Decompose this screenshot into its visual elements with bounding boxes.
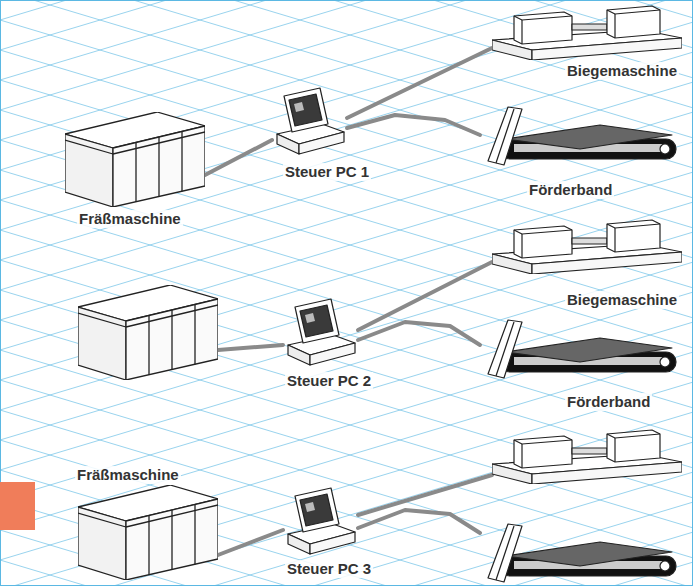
control-pc <box>277 88 344 154</box>
machine-label: Förderband <box>527 181 614 199</box>
cable-connector <box>358 262 492 330</box>
bending-machine <box>492 6 682 60</box>
grid-line <box>0 0 693 108</box>
cable-connector <box>205 140 272 175</box>
milling-machine-node: Fräßmaschine <box>78 285 218 380</box>
grid-line <box>0 0 693 20</box>
grid-line <box>0 202 693 410</box>
bending-machine-node: Biegemaschine <box>492 218 682 274</box>
grid-line <box>0 200 693 408</box>
control-pc-node: Steuer PC 1 <box>272 84 347 156</box>
machine-label: Steuer PC 1 <box>283 163 371 181</box>
grid-line <box>0 50 693 258</box>
control-pc <box>288 299 355 365</box>
tab-marker <box>0 482 35 530</box>
conveyor-belt <box>488 107 676 165</box>
milling-machine <box>65 112 205 207</box>
cable-connector <box>347 115 480 135</box>
bending-machine-node: Biegemaschine <box>492 4 682 60</box>
grid-line <box>0 470 693 586</box>
machine-label: Förderband <box>565 393 652 411</box>
cable-connector <box>218 345 283 350</box>
cable <box>218 530 283 555</box>
grid-line <box>0 262 693 470</box>
grid-line <box>0 0 693 80</box>
grid-line <box>0 260 693 468</box>
conveyor-node: Förderband <box>480 105 680 167</box>
cable <box>358 475 492 515</box>
grid-line <box>0 0 693 140</box>
grid-line <box>0 380 693 586</box>
machine-label: Biegemaschine <box>565 291 679 309</box>
machine-label: Fräßmaschine <box>75 466 181 484</box>
conveyor-belt <box>488 320 676 378</box>
grid-line <box>0 52 693 260</box>
grid-line <box>0 410 693 586</box>
grid-line <box>0 82 693 290</box>
cable-connector <box>347 48 492 118</box>
machine-label: Steuer PC 2 <box>285 372 373 390</box>
grid-line <box>0 412 693 586</box>
machine-label: Biegemaschine <box>565 62 679 80</box>
control-pc <box>288 488 355 554</box>
cable-connector <box>358 322 480 345</box>
milling-machine-node: Fräßmaschine <box>65 112 205 207</box>
grid-line <box>0 0 693 110</box>
grid-line <box>0 382 693 586</box>
conveyor-belt <box>488 524 676 582</box>
control-pc-node: Steuer PC 2 <box>283 295 358 367</box>
machine-label: Steuer PC 3 <box>285 560 373 578</box>
conveyor-node: Förderband <box>480 318 680 380</box>
grid-line <box>0 472 693 586</box>
grid-line <box>0 0 693 18</box>
machine-label: Fräßmaschine <box>77 210 183 228</box>
milling-machine <box>78 485 218 580</box>
bending-machine <box>492 220 682 274</box>
grid-line <box>0 80 693 288</box>
control-pc-node: Steuer PC 3 <box>283 484 358 556</box>
milling-machine <box>78 285 218 380</box>
cable <box>358 510 480 533</box>
bending-machine <box>492 430 682 484</box>
